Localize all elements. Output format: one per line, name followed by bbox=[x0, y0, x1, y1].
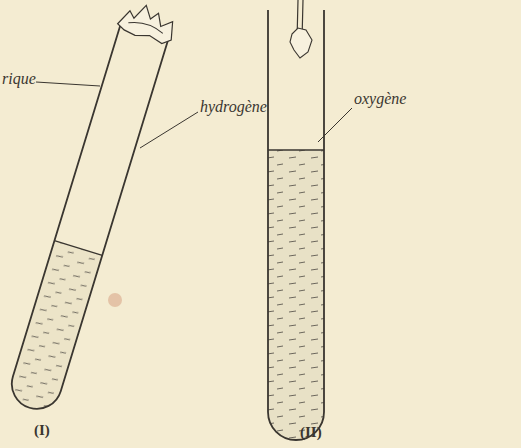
liquid-label: rique bbox=[2, 70, 36, 88]
gas-label: oxygène bbox=[354, 90, 406, 108]
test-tube-one bbox=[2, 0, 179, 419]
figure-number: (II) bbox=[300, 424, 322, 441]
stain bbox=[108, 293, 122, 307]
leader-line bbox=[140, 112, 198, 148]
test-tube-two bbox=[268, 0, 324, 445]
leader-line bbox=[318, 108, 352, 142]
gas-label: hydrogène bbox=[200, 98, 267, 116]
glowing-splint-tip bbox=[290, 28, 312, 58]
cotton-plug bbox=[116, 0, 179, 46]
leader-line bbox=[36, 82, 100, 86]
figure-number: (I) bbox=[34, 422, 50, 439]
